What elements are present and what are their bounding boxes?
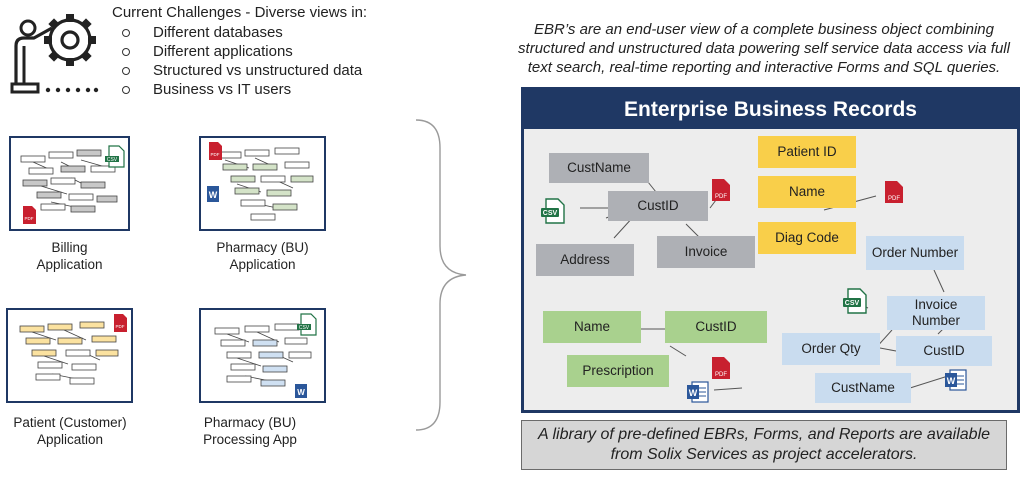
bullet-icon [122,66,130,75]
csv-label: CSV [299,325,310,331]
node-address-gray: Address [536,244,634,276]
ebr-title: Enterprise Business Records [524,90,1017,129]
library-callout: A library of pre-defined EBRs, Forms, an… [521,420,1007,470]
ebr-description: EBR’s are an end-user view of a complete… [518,21,1010,76]
billing-app-thumbnail: CSV PDF [9,136,130,231]
challenges-list: Different databases Different applicatio… [122,23,362,99]
pdf-file-icon: PDF [885,181,903,203]
billing-app-caption: Billing Application [36,240,103,272]
pdf-file-icon: PDF [712,179,730,201]
word-label: W [947,376,956,386]
pharmacy-app-caption: Pharmacy (BU) Application [216,240,309,272]
bullet-icon [122,85,130,94]
pharmacy-processing-app-thumbnail: CSV W [199,308,326,403]
node-patient-id: Patient ID [758,136,856,168]
node-order-qty: Order Qty [782,333,880,365]
node-custname-blue: CustName [815,373,911,403]
csv-label: CSV [107,157,118,163]
right-brace [412,118,472,432]
challenge-item: Different databases [122,23,362,42]
node-custid-green: CustID [665,311,767,343]
challenge-item: Structured vs unstructured data [122,61,362,80]
node-prescription: Prescription [567,355,669,387]
node-name-green: Name [543,311,641,343]
word-label: W [209,190,218,200]
bullet-icon [122,28,130,37]
pdf-file-icon: PDF [712,357,730,379]
presenter-gear-icon [8,6,104,98]
node-custid-gray: CustID [608,191,708,221]
pharmacy-app-thumbnail: PDF W [199,136,326,231]
word-label: W [297,388,305,397]
node-invoice-gray: Invoice [657,236,755,268]
pdf-label: PDF [211,152,220,157]
challenge-item: Different applications [122,42,362,61]
node-custid-blue: CustID [896,336,992,366]
ebr-panel: Enterprise Business Records CustName [521,87,1020,413]
pdf-label: PDF [116,324,125,329]
node-diag-code: Diag Code [758,222,856,254]
pdf-label: PDF [25,216,34,221]
challenge-item: Business vs IT users [122,80,362,99]
node-custname-gray: CustName [549,153,649,183]
patient-app-thumbnail: PDF [6,308,133,403]
node-order-number: Order Number [866,236,964,270]
word-label: W [689,388,698,398]
bullet-icon [122,47,130,56]
csv-file-icon: CSV [843,288,867,314]
patient-app-caption: Patient (Customer) Application [13,415,127,447]
challenges-title: Current Challenges - Diverse views in: [112,4,368,21]
word-file-icon: W [945,369,967,391]
node-invoice-number: Invoice Number [887,296,985,330]
word-file-icon: W [687,381,709,403]
csv-label: CSV [845,300,860,307]
pdf-label: PDF [715,372,727,378]
pdf-label: PDF [715,194,727,200]
pdf-label: PDF [888,196,900,202]
pharmacy-processing-app-caption: Pharmacy (BU) Processing App [203,415,297,447]
csv-label: CSV [543,210,558,217]
csv-file-icon: CSV [541,198,565,224]
node-name-yellow: Name [758,176,856,208]
